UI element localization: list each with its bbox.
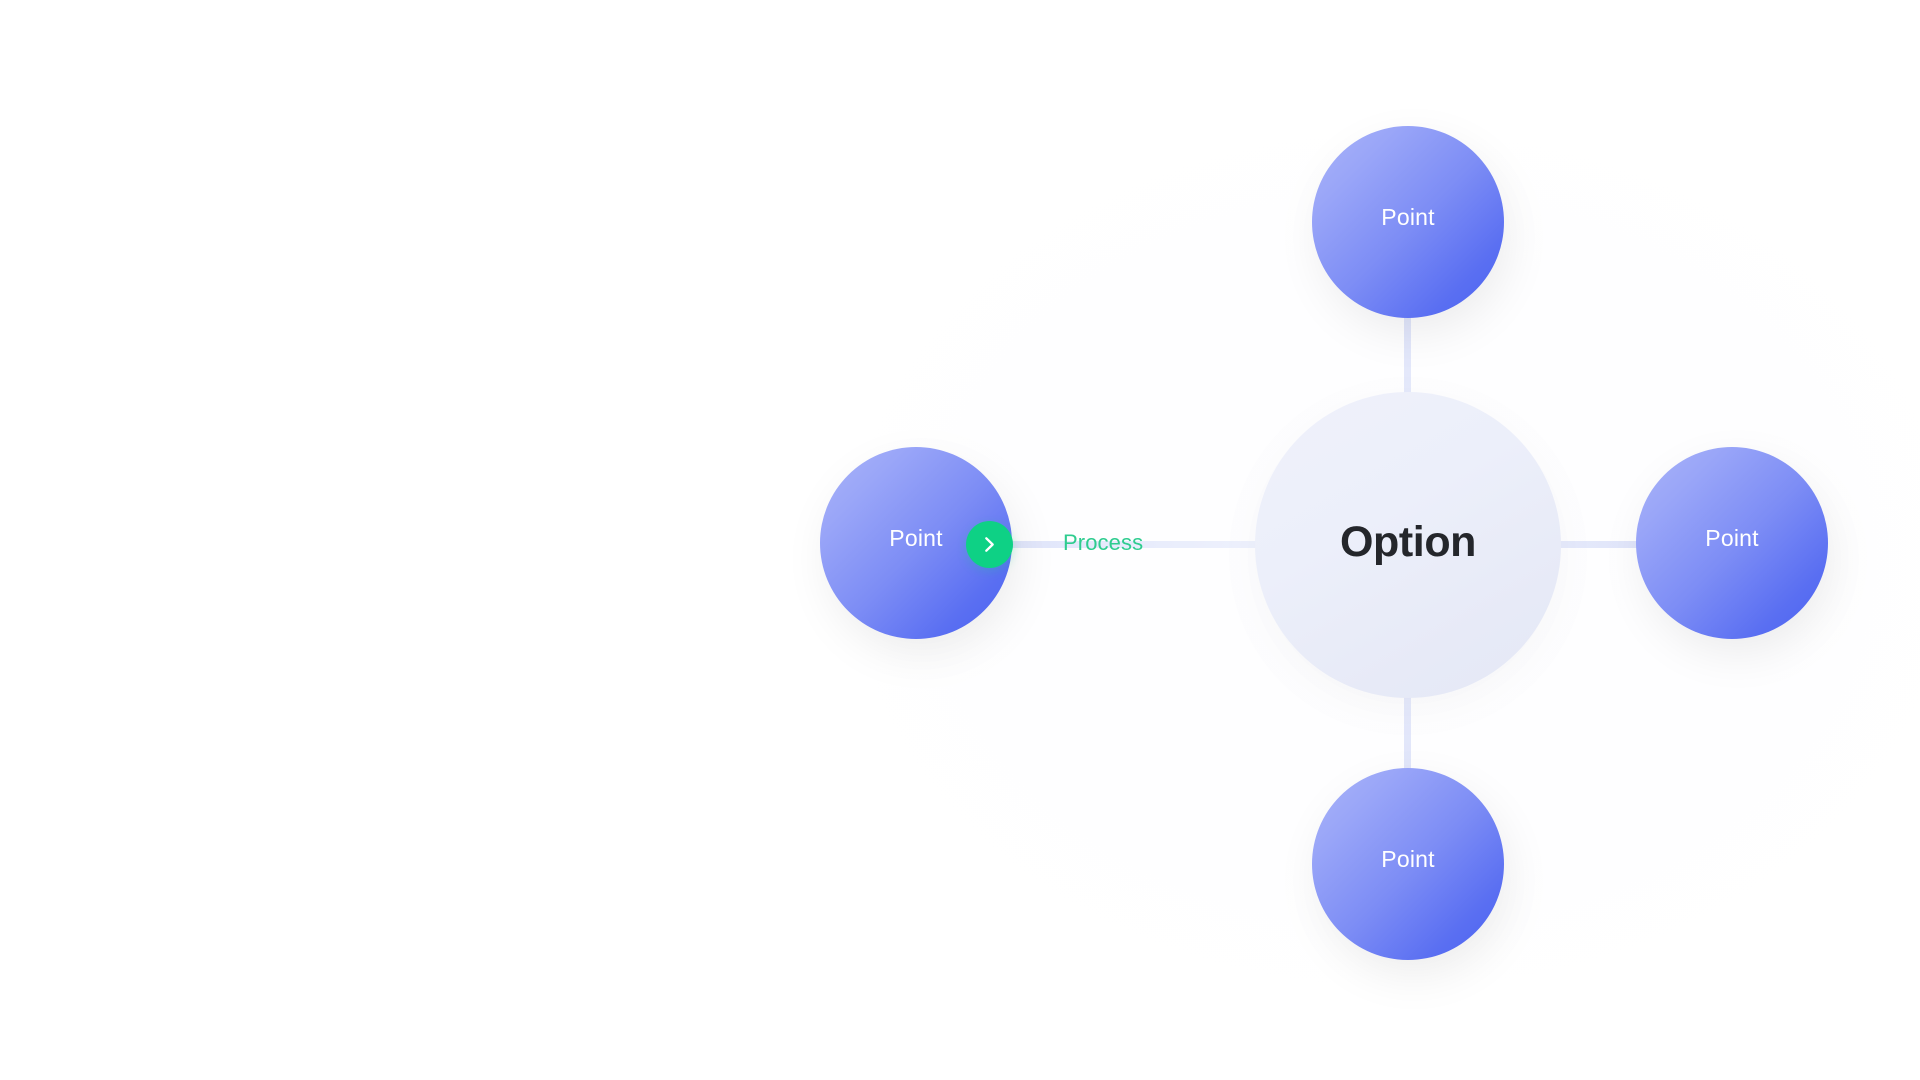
- connector-center-to-top: [1404, 300, 1411, 410]
- node-point-bottom-label: Point: [1381, 845, 1435, 872]
- node-point-top[interactable]: Point: [1312, 126, 1504, 318]
- connector-center-to-right: [1548, 541, 1653, 548]
- process-label: Process: [1063, 530, 1144, 555]
- node-point-right-label: Point: [1705, 524, 1759, 551]
- connector-left-to-center: [995, 541, 1265, 548]
- node-point-right[interactable]: Point: [1636, 447, 1828, 639]
- connector-center-to-bottom: [1404, 682, 1411, 792]
- chevron-right-icon: [985, 537, 994, 552]
- node-point-bottom[interactable]: Point: [1312, 768, 1504, 960]
- node-point-top-label: Point: [1381, 203, 1435, 230]
- node-center-option[interactable]: Option: [1255, 392, 1561, 698]
- node-point-left-label: Point: [889, 524, 943, 551]
- node-center-option-label: Option: [1339, 517, 1477, 566]
- process-badge-button[interactable]: [966, 521, 1013, 568]
